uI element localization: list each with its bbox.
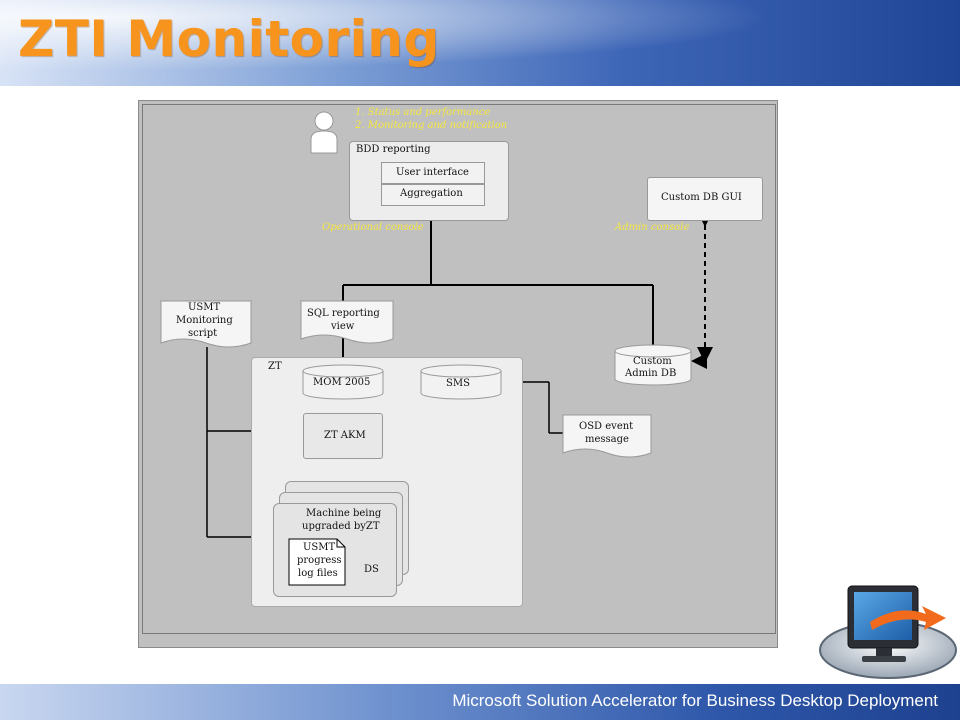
footer-text: Microsoft Solution Accelerator for Busin… [452,691,938,710]
sql-view-doc [300,300,394,344]
osd-event-line1: OSD event [579,421,634,432]
sms-cylinder [420,364,502,400]
sms-label: SMS [446,378,470,389]
bdd-reporting-box: BDD reporting User interface Aggregation [349,141,509,221]
admin-console-label: Admin console [615,222,690,233]
sql-view-line2: view [331,321,355,332]
operational-console-label: Operational console [322,222,424,233]
bdd-reporting-title: BDD reporting [356,144,431,155]
aggregation-box: Aggregation [381,184,485,206]
usmt-log-line1: USMT [303,542,336,553]
custom-db-gui-box: Custom DB GUI [647,177,763,221]
aggregation-label: Aggregation [400,188,463,199]
mom-2005-cylinder [302,364,384,400]
custom-admin-db-line1: Custom [633,356,672,367]
usmt-log-doc [288,538,346,586]
sql-view-line1: SQL reporting [307,308,380,319]
machine-line2: upgraded byZT [302,521,380,532]
header-bar [0,0,960,86]
usmt-script-doc [160,300,252,348]
custom-db-gui-label: Custom DB GUI [661,192,742,203]
zt-label: ZT [268,361,282,372]
user-interface-label: User interface [396,167,469,178]
usmt-log-line2: progress [297,555,342,566]
usmt-script-line3: script [188,328,218,339]
ds-label: DS [364,564,379,575]
osd-event-doc [562,414,652,458]
goal-monitoring: 2. Monitoring and notification [355,120,508,131]
goal-status: 1. Status and performance [355,107,491,118]
custom-admin-db-cylinder [614,344,692,386]
usmt-log-line3: log files [298,568,338,579]
mom-2005-label: MOM 2005 [313,377,371,388]
zt-akm-box: ZT AKM [303,413,383,459]
zt-akm-label: ZT AKM [324,430,366,441]
user-interface-box: User interface [381,162,485,184]
slide-title: ZTI Monitoring [18,10,440,68]
usmt-script-line2: Monitoring [176,315,233,326]
custom-admin-db-line2: Admin DB [625,368,677,379]
osd-event-line2: message [585,434,629,445]
machine-line1: Machine being [306,508,382,519]
usmt-script-line1: USMT [188,302,221,313]
architecture-diagram: 1. Status and performance 2. Monitoring … [138,100,778,648]
footer-bar: Microsoft Solution Accelerator for Busin… [0,684,960,720]
